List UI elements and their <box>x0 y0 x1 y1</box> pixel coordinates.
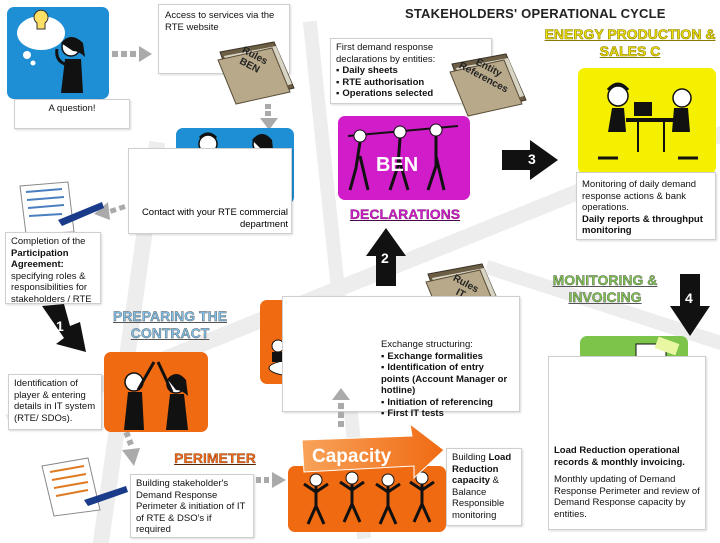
building-load-bold: Load Reduction capacity <box>452 452 512 486</box>
capacity-arrow-icon <box>301 424 445 480</box>
capacity-label: Capacity <box>312 446 392 467</box>
step-number-3: 3 <box>528 151 536 167</box>
load-reduction-text: Monthly updating of Demand Response Peri… <box>554 474 700 520</box>
stage-label-energy: ENERGY PRODUCTION & SALES C <box>544 26 716 60</box>
office-workers-icon <box>598 82 698 160</box>
contact-text: Contact with your RTE commercial departm… <box>141 207 288 230</box>
ben-image <box>338 116 470 200</box>
first-demand-list: Daily sheets RTE authorisation Operation… <box>336 65 486 100</box>
completion-box: Completion of the Participation Agreemen… <box>5 232 101 305</box>
step-number-2: 2 <box>381 250 389 266</box>
list-item: Exchange formalities <box>381 351 514 363</box>
exchange-intro: Exchange structuring: <box>381 339 473 350</box>
load-reduction-bold: Load Reduction operational records & mon… <box>554 445 685 468</box>
step-arrow-1-icon <box>42 304 86 352</box>
dashed-arrow <box>94 202 126 220</box>
completion-bold: Participation Agreement: <box>11 247 69 271</box>
high-five-image <box>104 352 208 432</box>
monitoring-daily-bold: Daily reports & throughput monitoring <box>582 213 703 237</box>
exchange-box: Exchange structuring: Exchange formaliti… <box>282 296 520 419</box>
access-text: Access to services via the RTE website <box>165 10 275 33</box>
completion-post: specifying roles & responsibilities for … <box>11 270 92 305</box>
jumping-people-icon <box>303 471 435 525</box>
list-item: First IT tests <box>381 408 514 420</box>
exchange-list: Exchange formalities Identification of e… <box>381 351 514 420</box>
dashed-arrow <box>260 104 278 130</box>
ben-label: BEN <box>376 154 419 176</box>
list-item: Initiation of referencing <box>381 397 514 409</box>
signing-document-icon <box>19 181 104 235</box>
capacity-image <box>288 466 446 532</box>
question-image <box>7 7 109 99</box>
diagram-title: STAKEHOLDERS' OPERATIONAL CYCLE <box>405 6 666 21</box>
list-item: Operations selected <box>336 88 486 100</box>
step-number-1: 1 <box>56 318 64 334</box>
energy-image <box>578 68 716 174</box>
building-stakeholder-text: Building stakeholder's Demand Response P… <box>136 478 246 535</box>
completion-pre: Completion of the <box>11 236 86 247</box>
list-item: Daily sheets <box>336 65 486 77</box>
step-arrow-2-icon <box>366 228 406 286</box>
identification-text: Identification of player & entering deta… <box>14 378 96 424</box>
high-five-icon <box>124 361 188 430</box>
dashed-arrow <box>122 432 140 466</box>
monitoring-daily-box: Monitoring of daily demand response acti… <box>576 172 716 240</box>
dashed-arrow <box>332 388 350 427</box>
dashed-arrow <box>256 472 286 488</box>
step-number-4: 4 <box>685 290 693 306</box>
building-stakeholder-box: Building stakeholder's Demand Response P… <box>130 474 254 538</box>
list-item: RTE authorisation <box>336 77 486 89</box>
building-load-box: Building Load Reduction capacity & Balan… <box>446 448 522 526</box>
step-arrow-3-icon <box>502 140 558 180</box>
contact-box <box>128 148 292 234</box>
stage-label-declarations: DECLARATIONS <box>349 206 461 222</box>
stage-label-preparing: PREPARING THE CONTRACT <box>112 308 228 341</box>
step-arrow-4-icon <box>670 274 710 336</box>
folder-entity-references-icon <box>449 53 527 117</box>
building-load-pre: Building <box>452 452 486 463</box>
dashed-arrow <box>112 46 152 62</box>
question-text: A question! <box>48 103 96 114</box>
folder-rules-ben-icon <box>217 41 295 105</box>
identification-box: Identification of player & entering deta… <box>8 374 102 430</box>
question-box: A question! <box>14 99 130 129</box>
list-item: Identification of entry points (Account … <box>381 362 514 397</box>
first-demand-intro: First demand response declarations by en… <box>336 42 436 65</box>
stage-label-perimeter: PERIMETER <box>174 450 256 466</box>
people-carrying-icon <box>347 123 459 191</box>
monitoring-daily-text: Monitoring of daily demand response acti… <box>582 179 697 213</box>
stage-label-monitoring: MONITORING & INVOICING <box>552 272 658 305</box>
building-load-post: & Balance Responsible monitoring <box>452 475 505 521</box>
thinking-person-icon <box>17 9 85 93</box>
signing-document-icon <box>41 457 128 517</box>
load-reduction-box: Load Reduction operational records & mon… <box>548 356 706 530</box>
